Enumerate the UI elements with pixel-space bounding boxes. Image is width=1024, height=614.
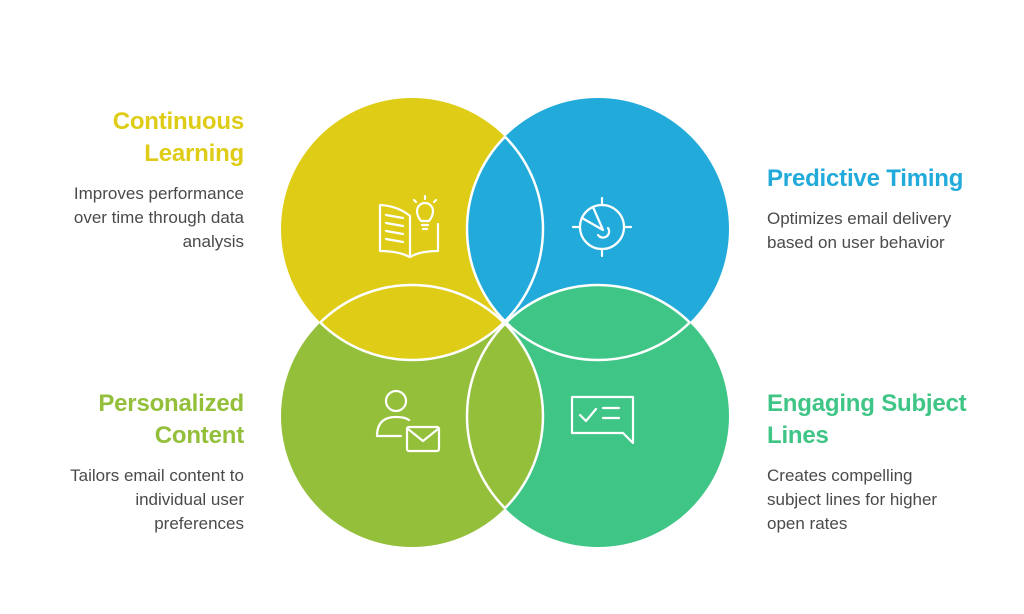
user-mail-icon (375, 389, 441, 453)
outline-arc-timing (467, 285, 729, 362)
circle-predictive-timing (467, 98, 729, 360)
description-personalized-content: Tailors email content to individual user… (70, 466, 244, 533)
circle-personalized-content (281, 285, 543, 547)
radar-target-icon (571, 196, 633, 258)
outline-arc-learning-bottom (281, 285, 543, 362)
label-predictive-timing: Predictive Timing Optimizes email delive… (767, 163, 1007, 255)
label-engaging-subject-lines: Engaging Subject Lines Creates compellin… (767, 388, 1007, 536)
outline-arc-personalized-right (467, 285, 545, 547)
outline-arc-personalized (281, 283, 543, 360)
circle-engaging-subject-lines (467, 285, 729, 547)
title-personalized-content: Personalized Content (98, 390, 244, 449)
label-personalized-content: Personalized Content Tailors email conte… (14, 388, 244, 536)
title-continuous-learning: Continuous Learning (112, 108, 245, 167)
label-continuous-learning: Continuous Learning Improves performance… (14, 106, 244, 254)
description-predictive-timing: Optimizes email delivery based on user b… (767, 209, 952, 252)
circle-continuous-learning (281, 98, 543, 360)
description-continuous-learning: Improves performance over time through d… (73, 184, 244, 251)
outline-arc-learning (467, 98, 545, 360)
title-engaging-subject-lines: Engaging Subject Lines (767, 390, 967, 449)
title-predictive-timing: Predictive Timing (767, 165, 964, 192)
book-lightbulb-icon (378, 194, 440, 259)
description-engaging-subject-lines: Creates compelling subject lines for hig… (767, 466, 938, 533)
outline-arc-timing-left (465, 98, 543, 360)
outline-arc-subject (465, 285, 543, 547)
outline-arc-subject-top (467, 283, 729, 360)
chat-checklist-icon (570, 395, 635, 445)
